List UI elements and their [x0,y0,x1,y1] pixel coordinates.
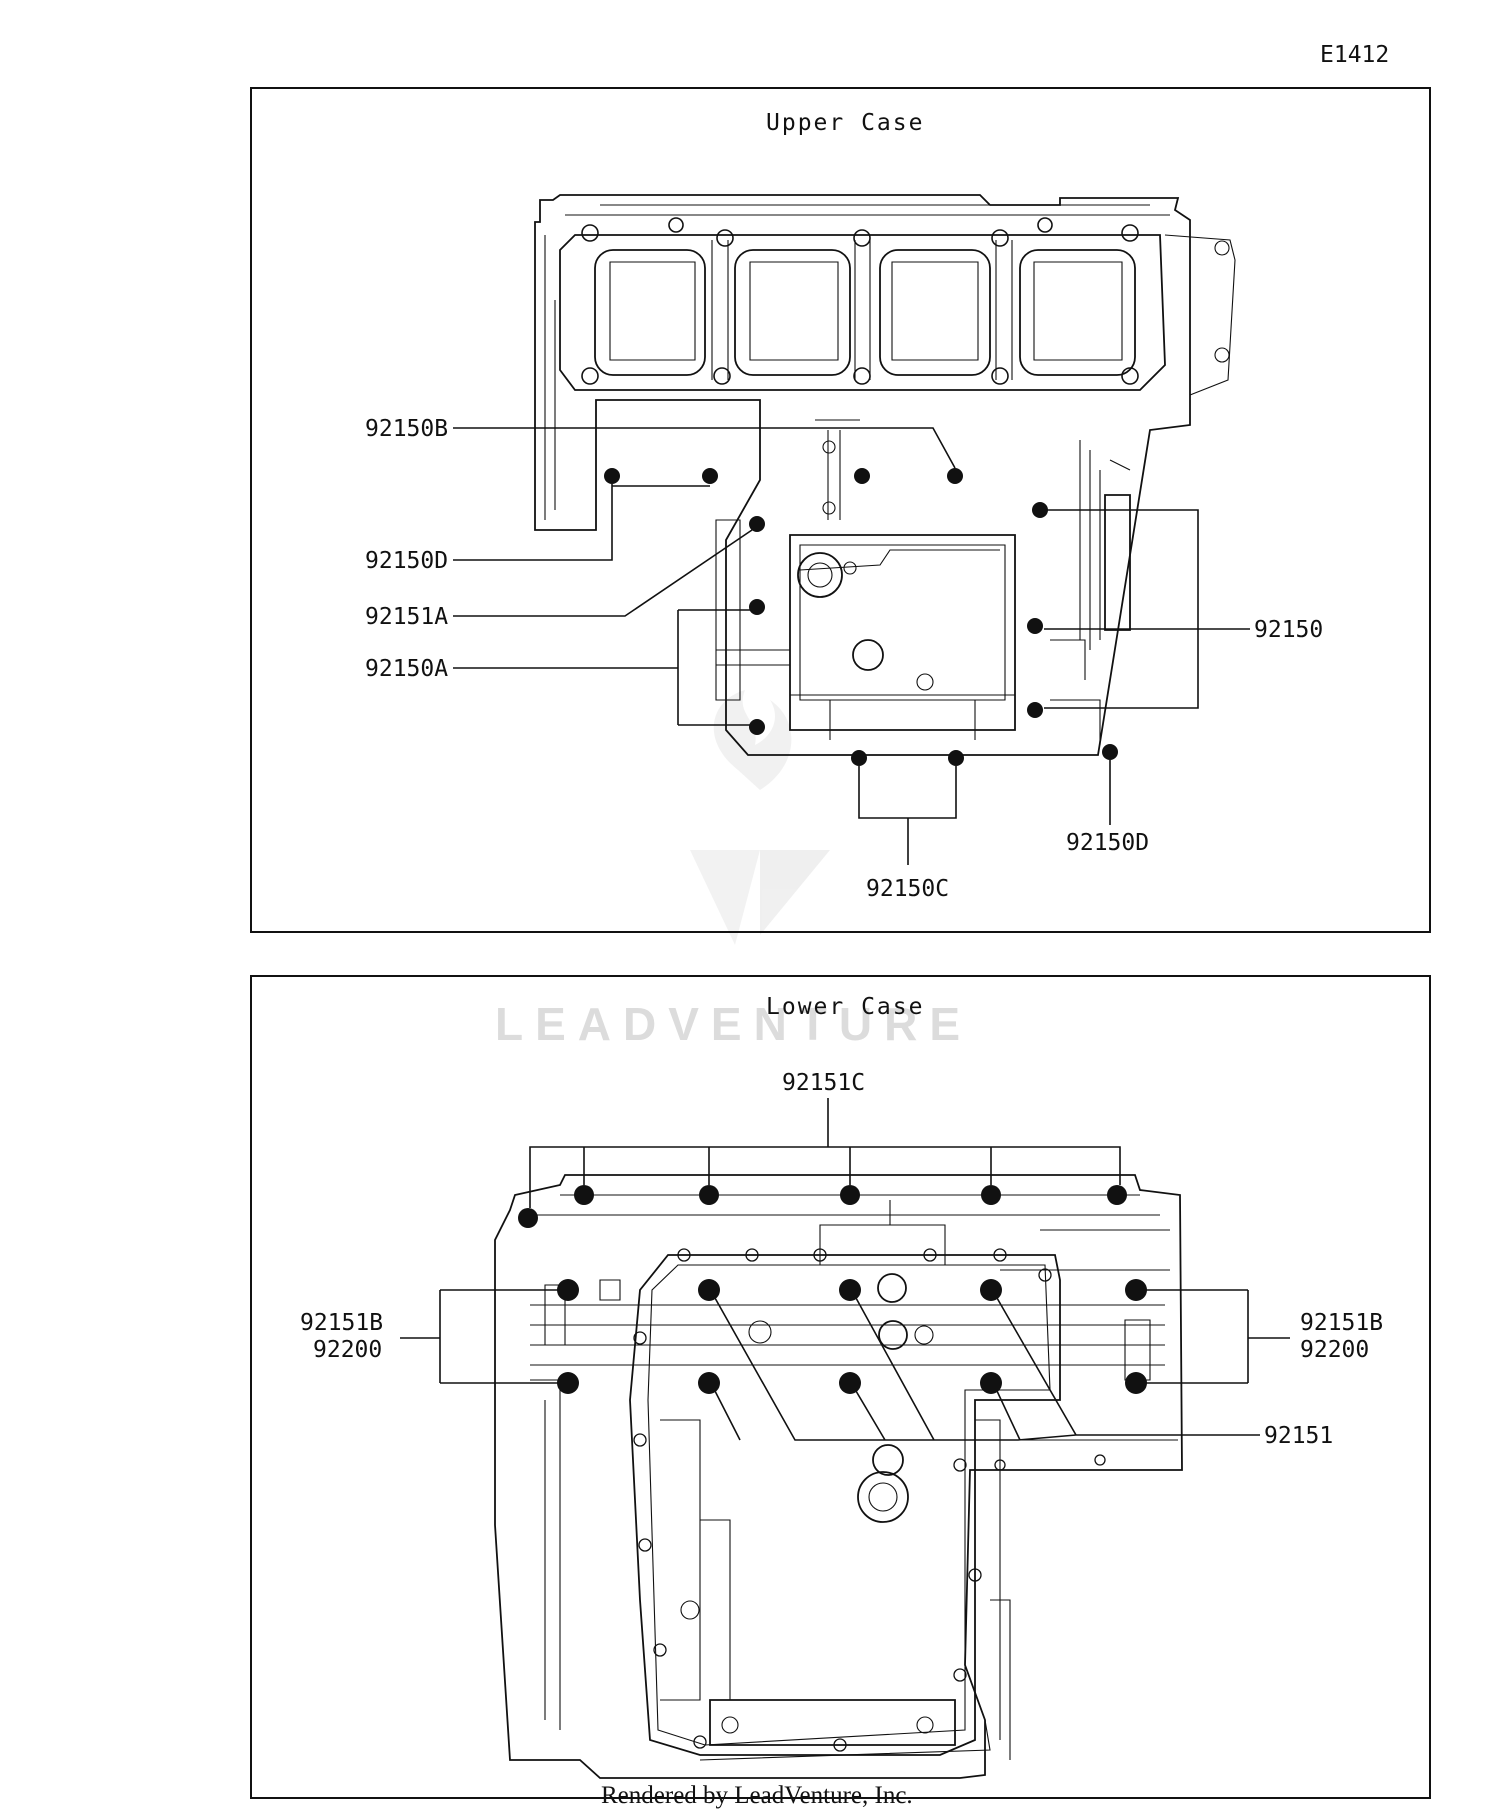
label-92150D-right: 92150D [1066,830,1149,856]
footer-credit: Rendered by LeadVenture, Inc. [601,1782,913,1809]
label-92150: 92150 [1254,617,1323,643]
bolt-92151-1 [698,1279,720,1301]
bolt-92150A-1 [749,599,765,615]
upper-case-panel: Upper Case [250,87,1431,933]
lower-leader-lines [400,1098,1290,1441]
bolt-92151B-left-1 [557,1279,579,1301]
lower-crankcase-drawing [494,1174,1183,1779]
bolt-92151C-3 [699,1185,719,1205]
lower-bolt-heads [518,1185,1147,1394]
upper-panel-frame [250,87,1431,933]
bolt-92151A [749,516,765,532]
label-92150D-left: 92150D [365,548,448,574]
label-92200-left: 92200 [313,1337,382,1363]
bolt-92150D-2 [702,468,718,484]
leader-92151B-left [400,1289,558,1384]
bolt-92151-2 [839,1279,861,1301]
leader-92150C [858,766,957,865]
label-92151A: 92151A [365,604,448,630]
bolt-92151C-1 [518,1208,538,1228]
bolt-92151-3 [980,1279,1002,1301]
bolt-92150-1 [1032,502,1048,518]
watermark-text: LEADVENTURE [495,998,972,1050]
bolt-92151B-right-1 [1125,1279,1147,1301]
leader-92151C [529,1098,1121,1208]
lower-panel-frame [250,975,1431,1799]
leader-92150B [453,427,956,469]
leader-92151 [714,1297,1260,1441]
label-92151C: 92151C [782,1070,865,1096]
bolt-92150D-1 [604,468,620,484]
label-92151B-right: 92151B [1300,1310,1383,1336]
upper-cylinder-studs [581,217,1139,385]
bolt-92151-6 [980,1372,1002,1394]
label-92150A: 92150A [365,656,448,682]
leader-92150A [453,609,750,726]
upper-crankcase-drawing [534,194,1236,756]
bolt-92151C-6 [1107,1185,1127,1205]
leader-92151B-right [1146,1289,1290,1384]
diagram-code: E1412 [1320,42,1389,68]
bolt-92150C-2 [948,750,964,766]
bolt-92150B-2 [947,468,963,484]
watermark-logo [690,690,830,945]
label-92150B: 92150B [365,416,448,442]
upper-panel-title: Upper Case [766,110,924,136]
bolt-92151C-4 [840,1185,860,1205]
leader-92150D-left [453,484,613,561]
lower-case-panel: Lower Case [250,975,1431,1799]
label-92200-right: 92200 [1300,1337,1369,1363]
bolt-92151B-left-2 [557,1372,579,1394]
bolt-92150B-1 [854,468,870,484]
upper-bolt-heads [604,468,1118,766]
upper-leader-lines [453,427,1250,865]
bolt-92150-2 [1027,618,1043,634]
bolt-92150C-1 [851,750,867,766]
bolt-92151C-2 [574,1185,594,1205]
label-92151: 92151 [1264,1423,1333,1449]
bolt-92150A-2 [749,719,765,735]
bolt-92151-4 [698,1372,720,1394]
leader-92150 [1044,509,1250,709]
bolt-92151-5 [839,1372,861,1394]
label-92151B-left: 92151B [300,1310,383,1336]
bolt-92151B-right-2 [1125,1372,1147,1394]
bolt-92150-3 [1027,702,1043,718]
bolt-92151C-5 [981,1185,1001,1205]
bolt-92150D-3 [1102,744,1118,760]
lower-panel-title: Lower Case [766,994,924,1020]
leader-92151A [453,529,753,617]
label-92150C: 92150C [866,876,949,902]
